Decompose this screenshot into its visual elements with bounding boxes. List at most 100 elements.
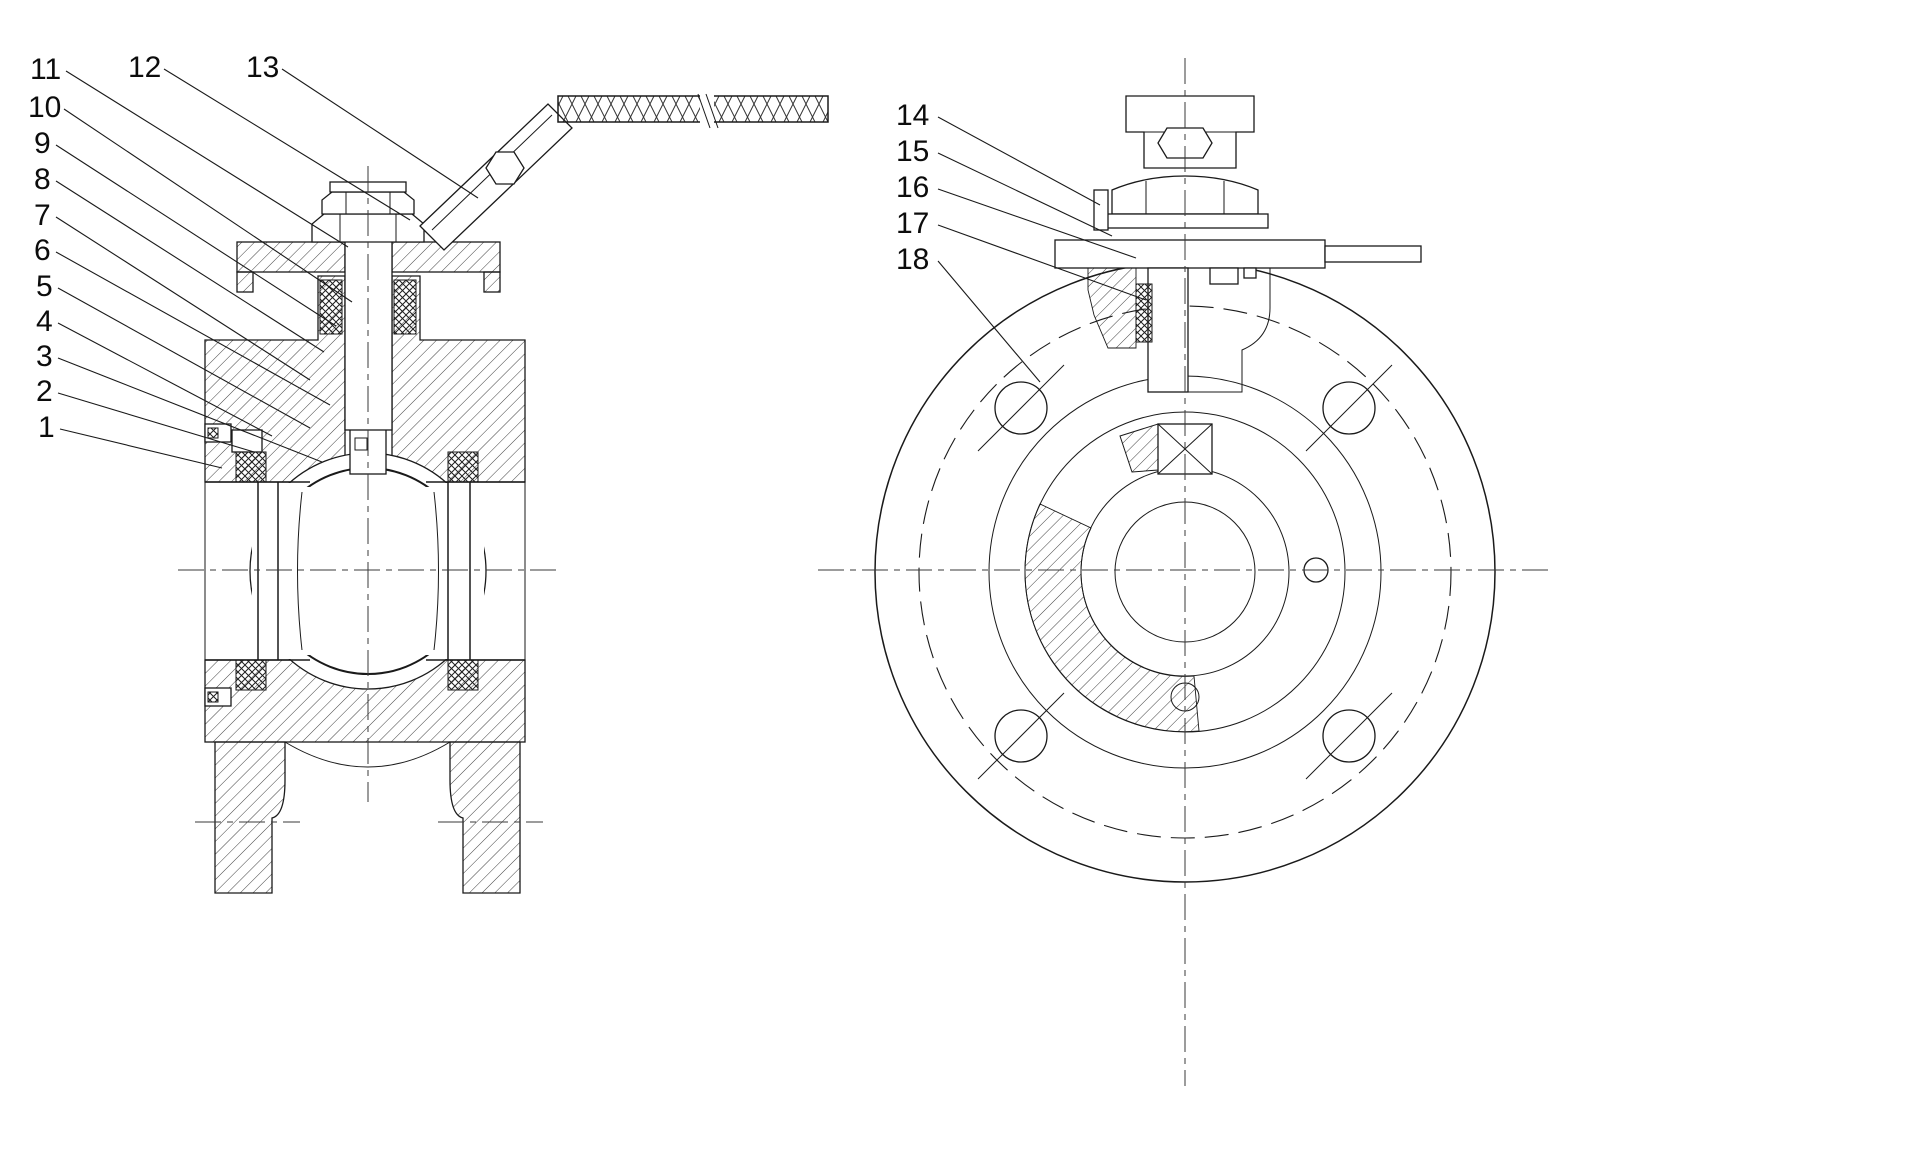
ball-bore-edge-right [433,491,439,651]
drive-diagonal [1157,423,1213,475]
part-number: 14 [896,99,929,132]
callout-7: 7 [34,199,311,381]
leader-line [937,260,1041,383]
part-number: 18 [896,243,929,276]
leader-line [55,180,325,353]
callout-3: 3 [36,340,323,463]
part-number: 17 [896,207,929,240]
part-number: 4 [36,305,53,338]
fitting-upper-seal [207,427,219,439]
leader-line [55,251,331,406]
leader-line [59,428,223,469]
bottom-flange [214,741,521,894]
callout-10: 10 [28,91,353,303]
callout-4: 4 [36,305,273,437]
leader-line [55,216,311,381]
handle-assembly [419,92,829,251]
callout-12: 12 [128,51,411,221]
neck-outline-right [1188,268,1271,393]
leader-line [57,357,323,463]
centerlines-right-view [818,58,1552,1086]
leg-left [214,741,286,894]
bolt-hole-slash [977,364,1065,452]
part-number: 6 [34,234,51,267]
callouts-left-view: 11 12 13 10 9 8 7 6 [28,51,479,469]
leader-line [937,116,1101,206]
top-plate-tab-right [483,271,501,293]
part-number: 1 [38,411,55,444]
seat-rings [235,451,479,691]
rod-break-mark [697,93,711,129]
bracket-hex-bolt [1157,127,1213,159]
seat-lower-left [235,659,267,691]
callout-13: 13 [246,51,479,199]
seat-upper-left [235,451,267,483]
top-plate-left [236,241,346,273]
part-number: 11 [30,53,61,86]
right-view-end [818,58,1552,1086]
bolt-hole-slash [1305,364,1393,452]
stem-column-front [1147,267,1189,393]
body-arch [284,741,451,768]
callout-16: 16 [896,171,1137,259]
callout-5: 5 [36,270,311,429]
part-number: 12 [128,51,161,84]
part-number: 13 [246,51,279,84]
part-number: 5 [36,270,53,303]
callout-6: 6 [34,234,331,406]
handle-rod [557,95,829,123]
part-number: 10 [28,91,61,124]
leader-line [57,287,311,429]
callout-11: 11 [30,53,349,248]
callout-14: 14 [896,99,1101,206]
stem-packing-left [319,279,343,335]
neck-section [1087,267,1137,349]
callout-1: 1 [38,411,223,469]
leader-line [55,144,337,327]
stop-pin [1093,189,1109,231]
callout-8: 8 [34,163,325,353]
stop-flag [1119,423,1159,473]
part-number: 16 [896,171,929,204]
top-works-front [1054,95,1422,393]
plate-tab-small [1243,267,1257,279]
mounting-plate-front [1054,239,1326,269]
part-number: 7 [34,199,51,232]
leader-line [65,70,349,248]
part-number: 8 [34,163,51,196]
callout-18: 18 [896,243,1041,383]
leader-line [57,392,255,453]
bolt-holes [977,364,1393,780]
callout-15: 15 [896,135,1113,237]
handle-bolt [485,151,525,185]
stem-drive-detail [1119,423,1213,475]
leader-line [937,188,1137,259]
callouts-right-view: 14 15 16 17 18 [896,99,1147,383]
plate-extension [1324,245,1422,263]
sectioned-ring [1024,503,1200,733]
rod-break-gap [700,92,714,126]
rod-break-mark [705,93,719,129]
callout-2: 2 [36,375,255,453]
top-plate-tab-left [236,271,254,293]
bolt-hole-slash [1305,692,1393,780]
seat-upper-right [447,451,479,483]
stem-packing-right [393,279,417,335]
leader-line [937,224,1147,301]
tang-key [354,437,368,451]
packing-front [1135,283,1153,343]
ball-bore-edge-left [297,491,303,651]
part-number: 2 [36,375,53,408]
part-number: 3 [36,340,53,373]
callout-17: 17 [896,207,1147,301]
bolt-hole-slash [977,692,1065,780]
part-number: 15 [896,135,929,168]
leader-line [163,68,411,221]
fitting-lower-seal [207,691,219,703]
part-number: 9 [34,127,51,160]
fitting-step [231,429,263,453]
seat-lower-right [447,659,479,691]
centerlines-left-view [178,166,558,823]
